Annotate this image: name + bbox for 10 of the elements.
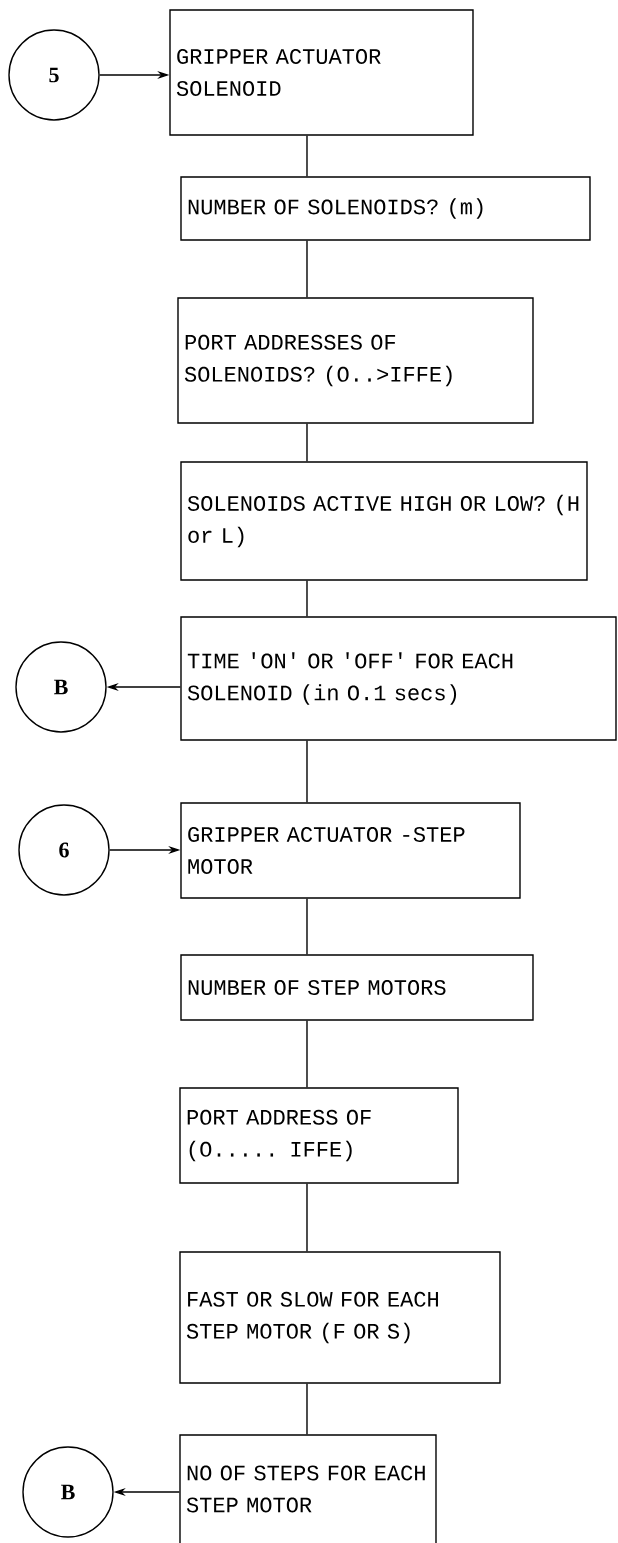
- process-box: NUMBER OF SOLENOIDS? (m): [180, 176, 591, 241]
- process-box: FAST OR SLOW FOR EACH STEP MOTOR (F OR S): [179, 1251, 501, 1384]
- process-box: NO OF STEPS FOR EACH STEP MOTOR: [179, 1434, 437, 1543]
- process-box: PORT ADDRESSES OF SOLENOIDS? (O..>IFFE): [177, 297, 534, 424]
- process-box: GRIPPER ACTUATOR -STEP MOTOR: [180, 802, 521, 899]
- process-box: GRIPPER ACTUATOR SOLENOID: [169, 9, 474, 136]
- process-box: PORT ADDRESS OF (O..... IFFE): [179, 1087, 459, 1184]
- process-box: NUMBER OF STEP MOTORS: [180, 954, 534, 1021]
- process-box: SOLENOIDS ACTIVE HIGH OR LOW? (H or L): [180, 461, 588, 581]
- process-box: TIME 'ON' OR 'OFF' FOR EACH SOLENOID (in O.1 secs): [180, 616, 617, 741]
